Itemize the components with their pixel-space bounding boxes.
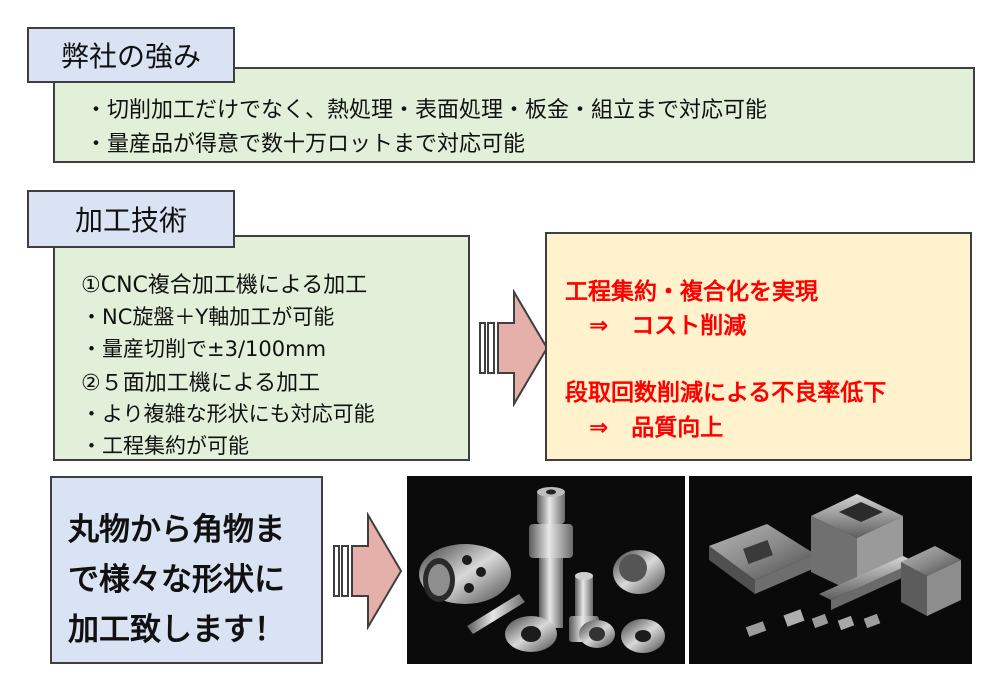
- technology-item-6: ・工程集約が可能: [81, 434, 249, 458]
- benefit-line-2: ⇒ コスト削減: [589, 313, 747, 339]
- benefit-line-3: 段取回数削減による不良率低下: [565, 380, 887, 406]
- shapes-line-3: 加工致します！: [68, 612, 285, 648]
- arrow-right-icon-2: [333, 512, 403, 630]
- technology-item-4: ②５面加工機による加工: [81, 371, 321, 396]
- strengths-item-2: ・量産品が得意で数十万ロットまで対応可能: [85, 132, 526, 157]
- technology-item-5: ・より複雑な形状にも対応可能: [81, 402, 375, 426]
- shapes-line-2: で様々な形状に: [68, 562, 285, 598]
- square-parts-image: [689, 476, 972, 664]
- strengths-box: ・切削加工だけでなく、熱処理・表面処理・板金・組立まで対応可能 ・量産品が得意で…: [53, 67, 975, 163]
- arrow-right-icon: [479, 289, 549, 407]
- technology-title: 加工技術: [27, 190, 235, 248]
- square-parts-photo: [689, 476, 972, 664]
- benefit-line-1: 工程集約・複合化を実現: [565, 279, 818, 305]
- round-parts-photo: [407, 476, 685, 664]
- shapes-line-1: 丸物から角物ま: [68, 512, 285, 548]
- round-parts-image: [407, 476, 685, 664]
- strengths-title: 弊社の強み: [27, 27, 235, 83]
- strengths-item-1: ・切削加工だけでなく、熱処理・表面処理・板金・組立まで対応可能: [85, 98, 768, 123]
- technology-item-3: ・量産切削で±3/100mm: [81, 337, 327, 361]
- technology-box: ①CNC複合加工機による加工 ・NC旋盤＋Y軸加工が可能 ・量産切削で±3/10…: [53, 235, 470, 461]
- benefit-line-4: ⇒ 品質向上: [589, 415, 724, 441]
- technology-item-1: ①CNC複合加工機による加工: [81, 273, 368, 298]
- technology-item-2: ・NC旋盤＋Y軸加工が可能: [81, 305, 335, 329]
- shapes-box: 丸物から角物ま で様々な形状に 加工致します！: [50, 476, 323, 664]
- benefits-box: 工程集約・複合化を実現 ⇒ コスト削減 段取回数削減による不良率低下 ⇒ 品質向…: [545, 232, 972, 461]
